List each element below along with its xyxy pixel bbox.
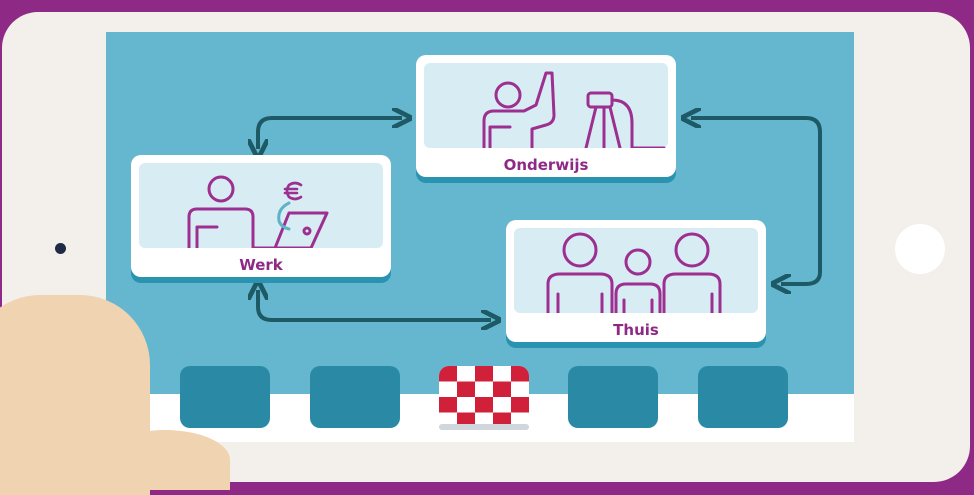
card-onderwijs: Onderwijs [416,55,676,177]
werk-illustration [139,163,383,250]
arrow-werk-onderwijs [258,118,402,149]
arrow-werk-thuis [258,290,491,320]
brabant-flag-icon [439,366,529,428]
card-thuis: Thuis [506,220,766,342]
card-thuis-label: Thuis [613,321,659,339]
card-werk: Werk [131,155,391,277]
connection-arrows [106,32,822,442]
card-werk-label: Werk [239,256,283,274]
arrow-onderwijs-thuis [691,118,822,284]
thuis-illustration [514,228,758,315]
family-icon [546,232,722,315]
camera-dot [55,243,66,254]
dock-app-2[interactable] [310,366,400,428]
dock-app-4[interactable] [568,366,658,428]
home-button[interactable] [895,224,945,274]
dock-app-brabant-flag[interactable] [439,366,529,428]
hand-palm [100,430,230,490]
card-onderwijs-label: Onderwijs [503,156,589,174]
person-raising-hand-with-camera-icon [482,71,666,150]
tablet-screen: Onderwijs Werk [106,32,854,442]
dock-app-5[interactable] [698,366,788,428]
person-with-laptop-euro-icon [187,175,329,250]
onderwijs-illustration [424,63,668,150]
dock-app-1[interactable] [180,366,270,428]
active-app-indicator [439,424,529,430]
